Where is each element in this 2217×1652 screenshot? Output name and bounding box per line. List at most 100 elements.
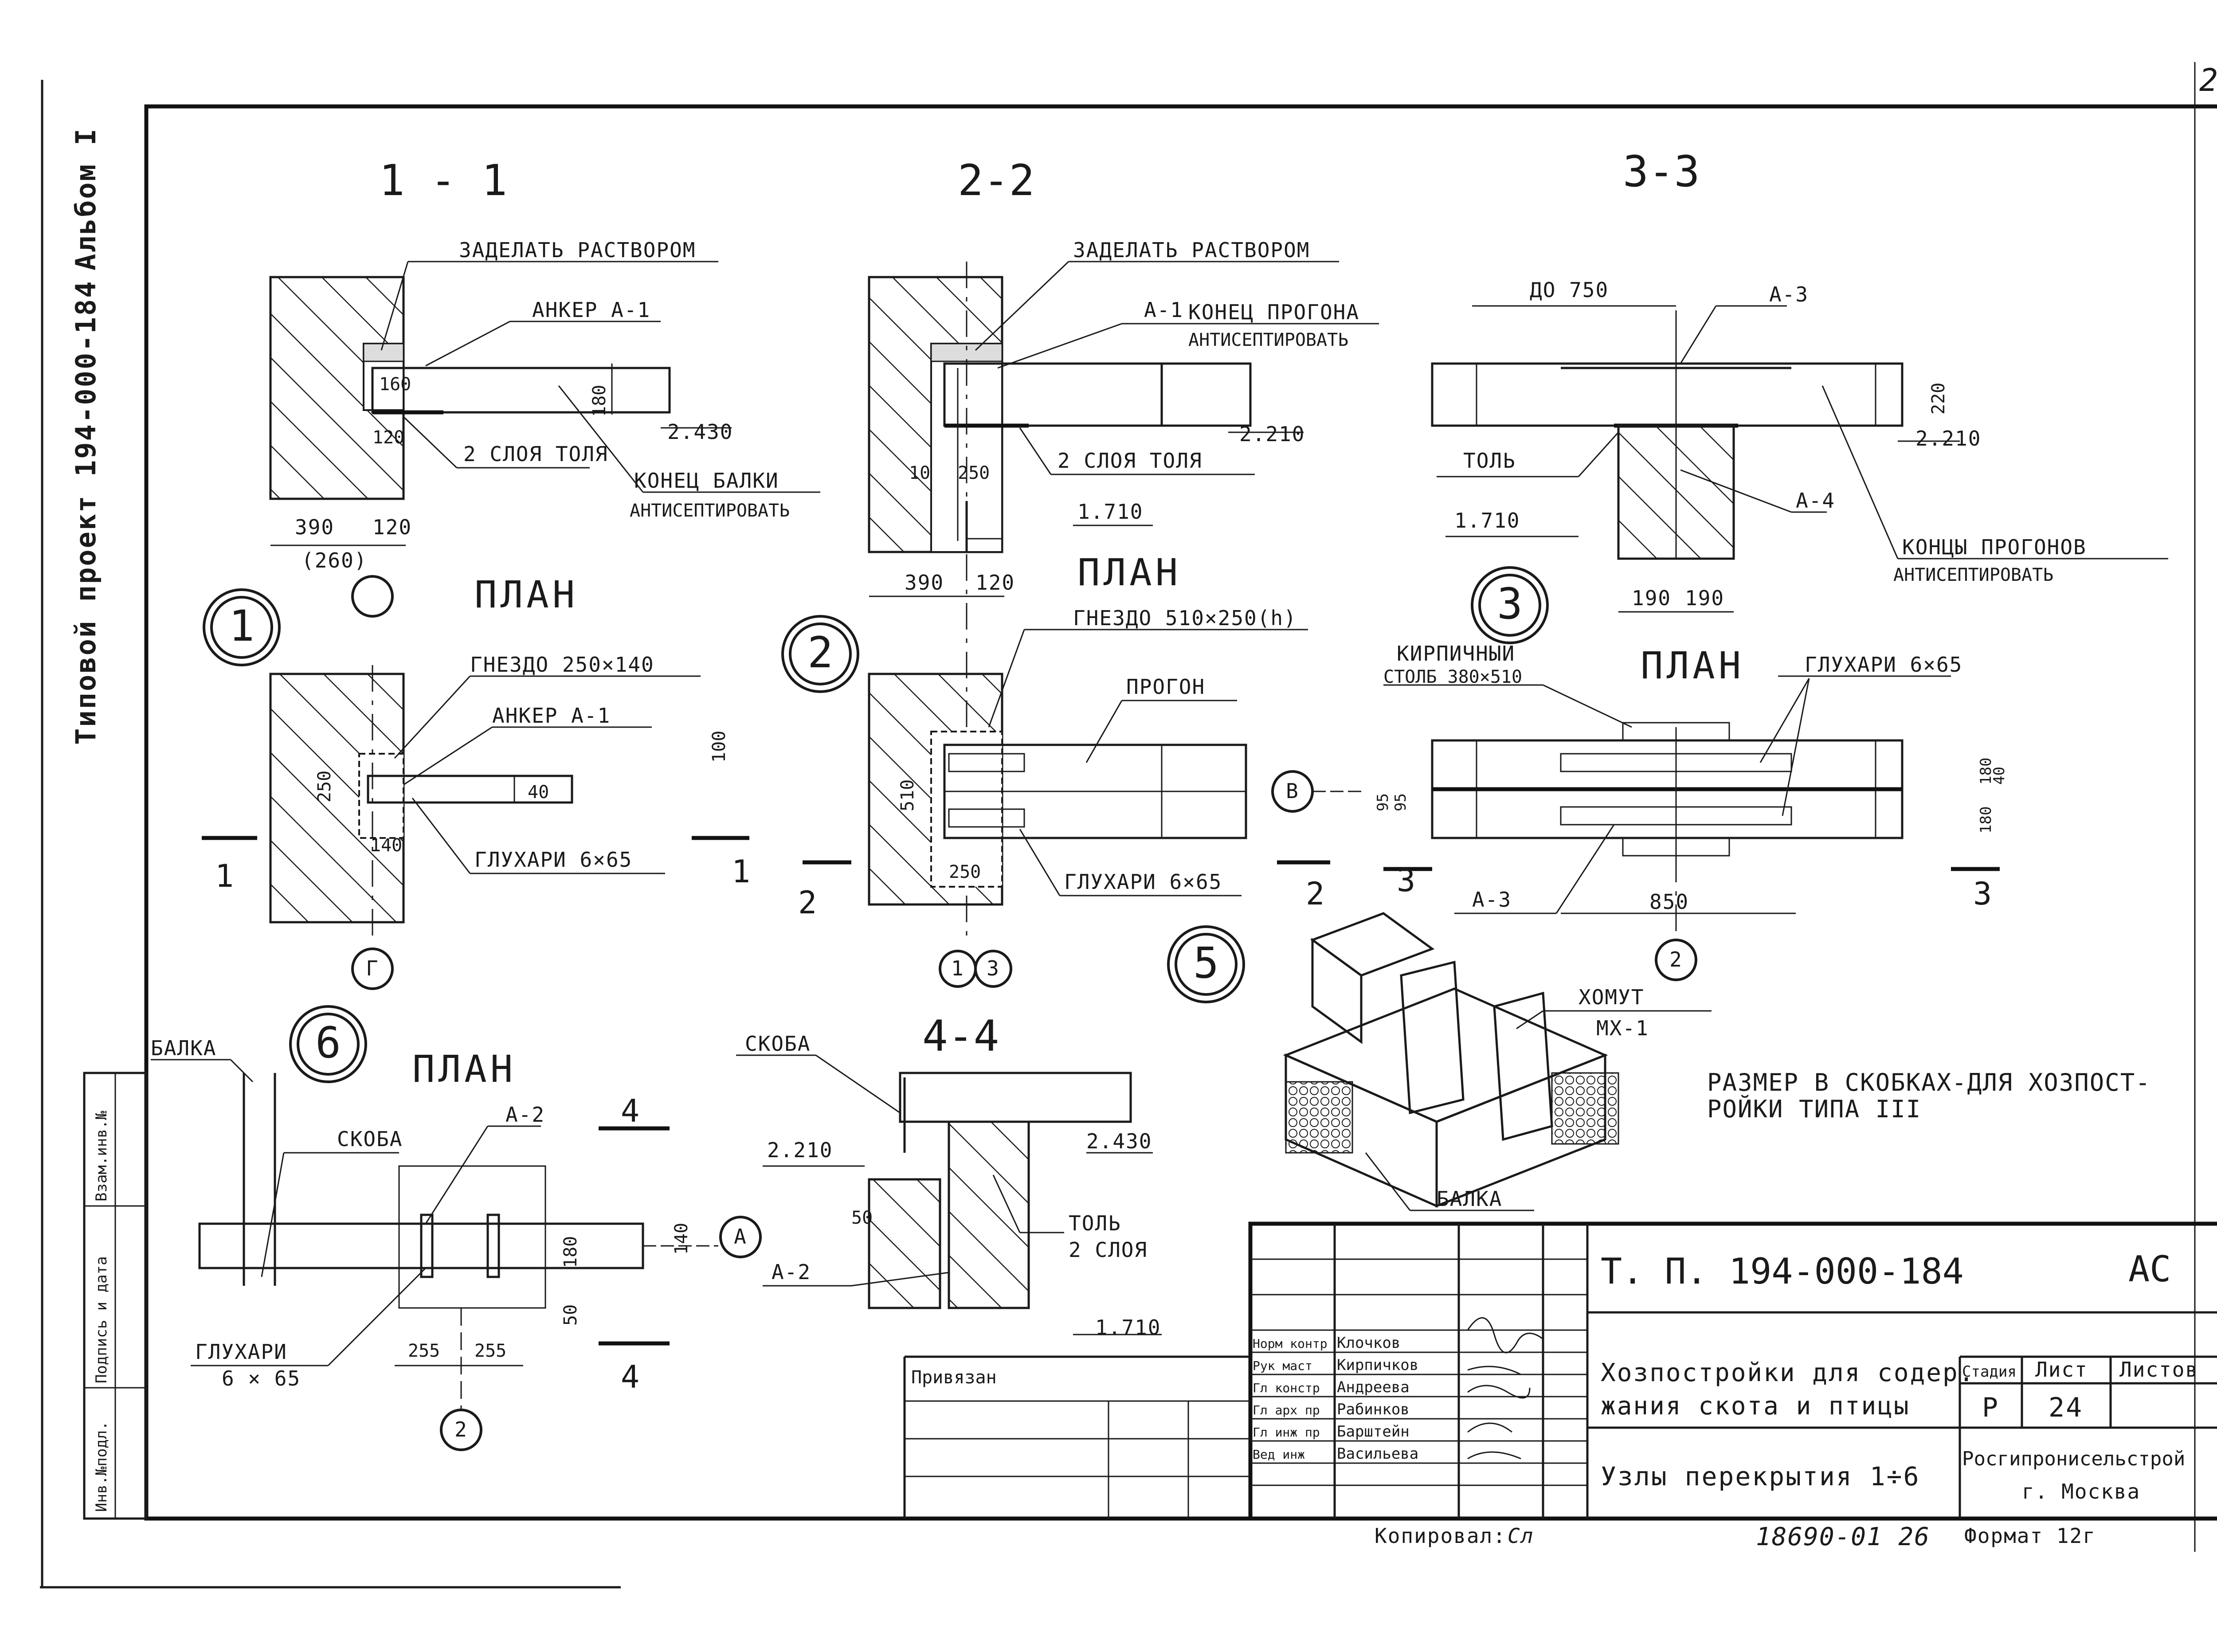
label-stolb1: КИРПИЧНЫЙ bbox=[1397, 642, 1515, 665]
cut-right: 2 bbox=[1306, 876, 1324, 912]
role-4: Гл инж пр bbox=[1253, 1425, 1320, 1440]
role-3: Гл арх пр bbox=[1253, 1403, 1320, 1417]
dim-220: 220 bbox=[1928, 383, 1949, 415]
label-a3: А-3 bbox=[1472, 888, 1512, 912]
margin-title: Типовой проект 194-000-184 Альбом I bbox=[70, 127, 102, 745]
section-title: 4-4 bbox=[922, 1011, 999, 1061]
name-0: Клочков bbox=[1337, 1334, 1400, 1352]
label-konec2: АНТИСЕПТИРОВАТЬ bbox=[630, 501, 790, 521]
dim-180: 180 bbox=[589, 385, 610, 417]
inv-number: 18690-01 26 bbox=[1756, 1523, 1930, 1551]
dim-850: 850 bbox=[1649, 890, 1689, 914]
axis-label: Г bbox=[366, 956, 379, 980]
label-balka: БАЛКА bbox=[151, 1036, 216, 1060]
section-title: 2-2 bbox=[958, 156, 1034, 205]
label-konec1: КОНЕЦ ПРОГОНА bbox=[1188, 300, 1359, 324]
dim-120: 120 bbox=[975, 571, 1015, 595]
name-4: Барштейн bbox=[1337, 1423, 1410, 1441]
val-sheet: 24 bbox=[2049, 1392, 2083, 1423]
dim-120: 120 bbox=[372, 427, 404, 448]
axis-3: 3 bbox=[987, 956, 1000, 980]
node-number: 6 bbox=[315, 1018, 341, 1068]
dim-250: 250 bbox=[314, 771, 335, 803]
doc-code: Т. П. 194-000-184 bbox=[1601, 1251, 1964, 1292]
note-line1: РАЗМЕР В СКОБКАХ-ДЛЯ ХОЗПОСТ- bbox=[1707, 1069, 2151, 1096]
cut-right: 1 bbox=[732, 853, 750, 890]
note: РАЗМЕР В СКОБКАХ-ДЛЯ ХОЗПОСТ- РОЙКИ ТИПА… bbox=[1707, 1069, 2151, 1123]
stamp-sign: Подпись и дата bbox=[93, 1256, 110, 1383]
org-name: Росгипронисельстрой bbox=[1962, 1448, 2185, 1470]
plan-3: 3 ПЛАН КИРПИЧНЫЙ СТОЛБ 380×510 ГЛУХАРИ 6… bbox=[1374, 566, 2008, 981]
page-number: 25 bbox=[2199, 62, 2217, 98]
label-zadelat: ЗАДЕЛАТЬ РАСТВОРОМ bbox=[459, 238, 696, 262]
elev-2430: 2.430 bbox=[667, 420, 733, 444]
dim-390: 390 bbox=[905, 571, 944, 595]
dim-250: 250 bbox=[949, 862, 981, 882]
elev-1710: 1.710 bbox=[1454, 509, 1520, 532]
name-5: Васильева bbox=[1337, 1445, 1418, 1463]
axis-2: 2 bbox=[1669, 947, 1683, 971]
plan-2: 2 ПЛАН ГНЕЗДО 510×250(h) ПРОГОН 510 250 … bbox=[781, 551, 1366, 988]
role-1: Рук маст bbox=[1253, 1358, 1312, 1373]
margin-album: Альбом I bbox=[70, 127, 102, 270]
dim-180a: 180 bbox=[1977, 758, 1995, 785]
dim-255a: 255 bbox=[408, 1341, 440, 1361]
label-skoba: СКОБА bbox=[745, 1032, 811, 1056]
elev-2210: 2.210 bbox=[767, 1138, 833, 1162]
cut-right: 3 bbox=[1973, 876, 1992, 912]
axis-A: А bbox=[734, 1225, 747, 1249]
dim-95a: 95 bbox=[1374, 793, 1392, 811]
dim-do750: ДО 750 bbox=[1530, 278, 1609, 302]
dim-160: 160 bbox=[379, 374, 411, 395]
node-5-axonometric: 5 ХОМУТ МХ-1 БАЛКА bbox=[1167, 912, 1712, 1211]
note-line2: РОЙКИ ТИПА III bbox=[1707, 1095, 1921, 1123]
kopir-signature: Сл bbox=[1508, 1524, 1534, 1548]
label-homut1: ХОМУТ bbox=[1579, 985, 1644, 1009]
label-a2: А-2 bbox=[772, 1260, 811, 1284]
label-a1: А-1 bbox=[1144, 298, 1183, 322]
dim-50: 50 bbox=[851, 1208, 873, 1228]
cut-top: 4 bbox=[621, 1093, 639, 1129]
doc-name2: жания скота и птицы bbox=[1601, 1392, 1910, 1421]
label-balka: БАЛКА bbox=[1437, 1187, 1502, 1211]
section-4-4: 4-4 СКОБА 2.210 2.430 50 ТОЛЬ 2 СЛОЯ А-2… bbox=[736, 1011, 1162, 1339]
dim-95b: 95 bbox=[1392, 793, 1410, 811]
label-stolb2: СТОЛБ 380×510 bbox=[1383, 667, 1522, 687]
label-homut2: МХ-1 bbox=[1596, 1016, 1649, 1040]
elev-2210: 2.210 bbox=[1239, 422, 1305, 446]
label-gluh: ГЛУХАРИ 6×65 bbox=[1064, 870, 1222, 894]
dim-180: 180 bbox=[560, 1236, 581, 1268]
label-gluh1: ГЛУХАРИ bbox=[195, 1340, 287, 1364]
dim-190b: 190 bbox=[1685, 586, 1724, 610]
dim-390: 390 bbox=[295, 515, 334, 539]
label-tol1: ТОЛЬ bbox=[1069, 1211, 1121, 1235]
section-title: 1 - 1 bbox=[379, 156, 507, 205]
node-number: 5 bbox=[1193, 938, 1219, 988]
stamp-replace: Взам.инв.№ bbox=[93, 1111, 110, 1202]
elev-1710: 1.710 bbox=[1077, 500, 1143, 524]
dim-120b: 120 bbox=[372, 515, 412, 539]
axis-2: 2 bbox=[454, 1417, 468, 1441]
label-skoba: СКОБА bbox=[337, 1127, 403, 1151]
elev-1710: 1.710 bbox=[1095, 1315, 1161, 1339]
hdr-sheets: Листов bbox=[2119, 1358, 2198, 1382]
label-tol: 2 СЛОЯ ТОЛЯ bbox=[1058, 449, 1203, 473]
stamp-inv: Инв.№подл. bbox=[93, 1421, 110, 1512]
dim-180b: 180 bbox=[1977, 806, 1995, 834]
section-title: 3-3 bbox=[1623, 147, 1700, 196]
plan-title: ПЛАН bbox=[1641, 644, 1744, 687]
label-gnezdo: ГНЕЗДО 250×140 bbox=[470, 653, 654, 677]
signature-scribble bbox=[1467, 1317, 1543, 1460]
dim-260: (260) bbox=[302, 548, 367, 572]
side-stamp: Инв.№подл. Подпись и дата Взам.инв.№ bbox=[83, 1072, 148, 1520]
role-5: Вед инж bbox=[1253, 1447, 1305, 1462]
role-0: Норм контр bbox=[1253, 1336, 1328, 1351]
format-label: Формат 12г bbox=[1964, 1524, 2096, 1548]
label-tol: 2 СЛОЯ ТОЛЯ bbox=[463, 442, 608, 466]
section-3-3: 3-3 ДО 750 А-3 220 2.210 ТОЛЬ 1.710 А-4 … bbox=[1431, 147, 2168, 613]
plan-6: 6 ПЛАН БАЛКА СКОБА А-2 4 4 140 180 50 А … bbox=[151, 1005, 762, 1451]
org-city: г. Москва bbox=[2022, 1480, 2140, 1503]
dim-50: 50 bbox=[560, 1304, 581, 1326]
label-progon: ПРОГОН bbox=[1126, 675, 1205, 699]
